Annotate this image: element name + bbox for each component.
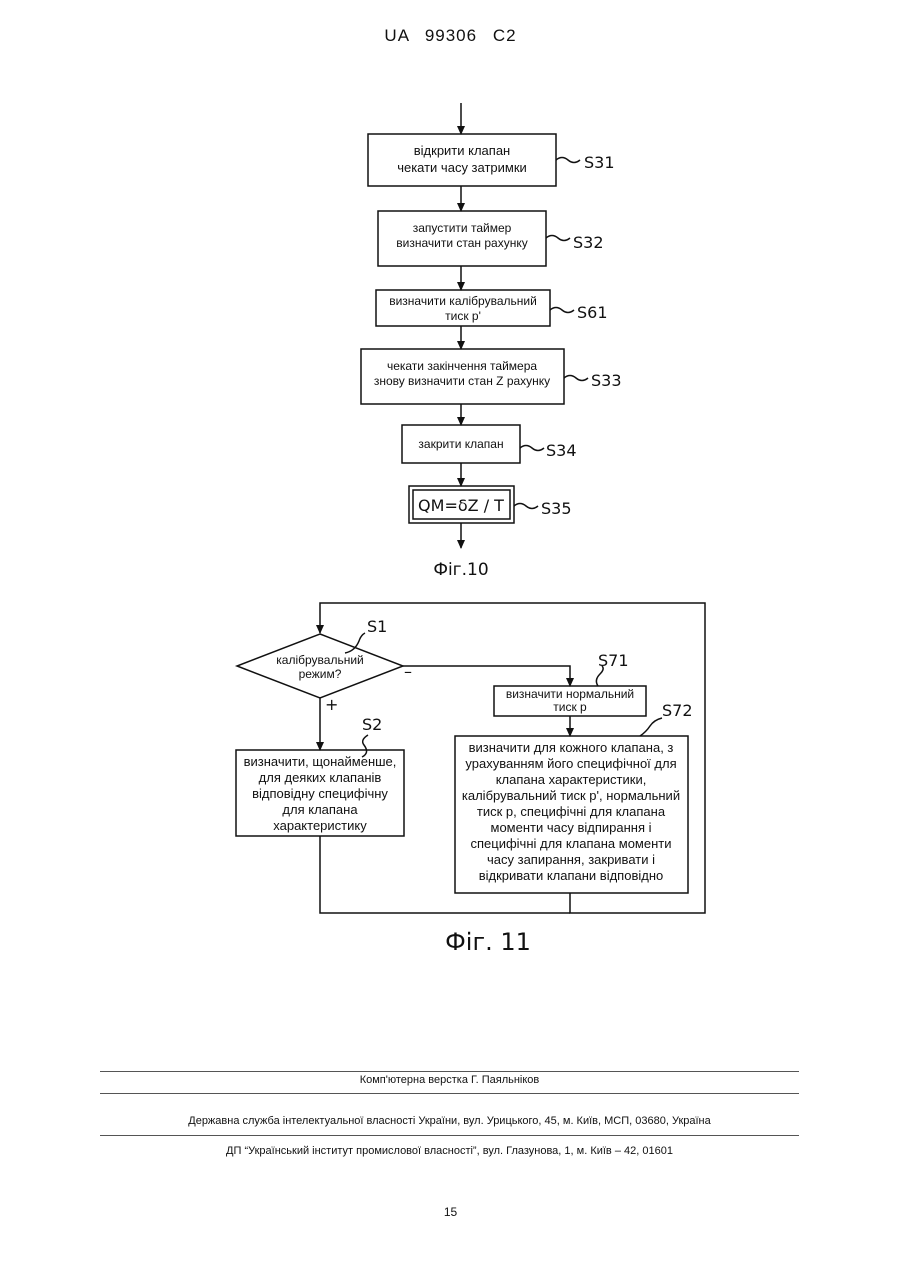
step-s32-text: запустити таймер	[413, 221, 512, 235]
step-s72-text: клапана характеристики,	[496, 772, 647, 787]
footer-typesetting: Комп'ютерна верстка Г. Паяльніков	[100, 1074, 799, 1086]
leader-s32	[546, 236, 570, 241]
step-s72-text: калібрувальний тиск p', нормальний	[462, 788, 680, 803]
step-s31-text: відкрити клапан	[414, 143, 510, 158]
step-s72-text: відкривати клапани відповідно	[479, 868, 664, 883]
step-s34-text: закрити клапан	[418, 437, 503, 451]
step-s72-text: часу запирання, закривати і	[487, 852, 655, 867]
no-label: –	[404, 662, 412, 681]
step-s2-text: для клапана	[282, 802, 358, 817]
step-ref-s34: S34	[546, 441, 577, 460]
step-s72-text: специфічні для клапана моменти	[470, 836, 671, 851]
footer-divider	[100, 1135, 799, 1136]
step-s72-text: урахуванням його специфічної для	[465, 756, 676, 771]
step-s61-text: визначити калібрувальний	[389, 294, 537, 308]
step-ref-s2: S2	[362, 715, 382, 734]
page-number: 15	[0, 1205, 901, 1219]
footer-divider	[100, 1071, 799, 1072]
step-s2-text: характеристику	[273, 818, 367, 833]
figure-11-caption: Фіг. 11	[445, 928, 531, 956]
footer-divider	[100, 1093, 799, 1094]
figure-11-text: калібрувальний режим? S1 + – визначити, …	[244, 617, 693, 956]
step-s72-text: моменти часу відпирання і	[491, 820, 652, 835]
step-s2-text: відповідну специфічну	[252, 786, 388, 801]
arrow-no-branch	[403, 666, 570, 686]
step-s71-text: визначити нормальний	[506, 687, 634, 701]
decision-s1-text: калібрувальний	[276, 653, 363, 667]
leader-s72	[640, 718, 662, 736]
step-ref-s31: S31	[584, 153, 615, 172]
step-ref-s35: S35	[541, 499, 572, 518]
step-s33-text: знову визначити стан Z рахунку	[374, 374, 550, 388]
figure-10-caption: Фіг.10	[433, 560, 488, 580]
step-ref-s71: S71	[598, 651, 629, 670]
step-s33-text: чекати закінчення таймера	[387, 359, 537, 373]
leader-s35	[514, 504, 538, 509]
step-ref-s1: S1	[367, 617, 387, 636]
yes-label: +	[325, 695, 338, 714]
decision-s1-text: режим?	[299, 667, 342, 681]
step-ref-s72: S72	[662, 701, 693, 720]
step-s72-text: визначити для кожного клапана, з	[469, 740, 674, 755]
footer-institute: ДП “Український інститут промислової вла…	[100, 1145, 799, 1157]
step-ref-s33: S33	[591, 371, 622, 390]
figure-10-text: відкрити клапан чекати часу затримки S31…	[374, 143, 622, 580]
step-s32-text: визначити стан рахунку	[396, 236, 527, 250]
leader-s31	[556, 158, 580, 163]
step-s2-text: визначити, щонайменше,	[244, 754, 397, 769]
step-s2-text: для деяких клапанів	[259, 770, 382, 785]
step-s61-text: тиск p'	[445, 309, 481, 323]
step-ref-s32: S32	[573, 233, 604, 252]
leader-s33	[564, 376, 588, 381]
footer-service: Державна служба інтелектуальної власност…	[100, 1115, 799, 1127]
step-s35-formula: QM=δZ / T	[418, 496, 504, 515]
step-ref-s61: S61	[577, 303, 608, 322]
step-s72-text: тиск p, специфічні для клапана	[477, 804, 666, 819]
leader-s61	[550, 308, 574, 313]
step-s71-text: тиск p	[553, 700, 587, 714]
step-s31-text: чекати часу затримки	[397, 160, 527, 175]
leader-s34	[520, 446, 544, 451]
